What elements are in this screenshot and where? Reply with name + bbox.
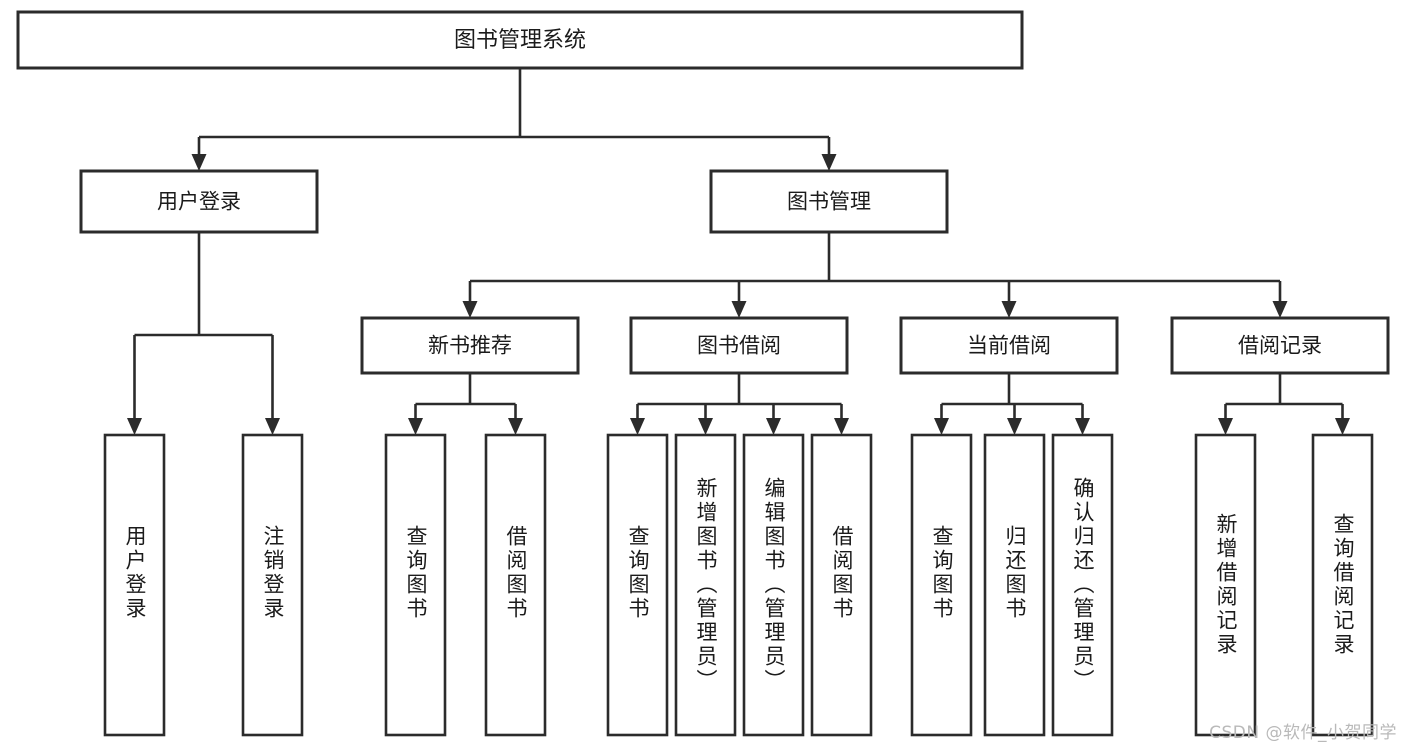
arrow-head-leaf-borrow-4 — [834, 418, 849, 435]
node-newbook[interactable]: 新书推荐 — [360, 316, 580, 375]
arrow-head-current — [1001, 301, 1017, 318]
node-records[interactable]: 借阅记录 — [1170, 316, 1390, 375]
arrow-head-leaf-current-2 — [1007, 418, 1022, 435]
arrow-head-leaf-newbook-2 — [508, 418, 523, 435]
node-leaf-newbook-1[interactable] — [384, 433, 447, 737]
node-leaf-current-2[interactable] — [983, 433, 1046, 737]
node-box-current[interactable] — [899, 316, 1119, 375]
node-leaf-newbook-2[interactable] — [484, 433, 547, 737]
node-bookmgmt[interactable]: 图书管理 — [709, 169, 949, 234]
connector-layer — [127, 68, 1350, 435]
node-label-login: 用户登录 — [157, 190, 241, 214]
node-leaf-borrow-4[interactable] — [810, 433, 873, 737]
node-login[interactable]: 用户登录 — [79, 169, 319, 234]
arrow-head-leaf-newbook-1 — [408, 418, 423, 435]
node-leaf-current-1[interactable] — [910, 433, 973, 737]
node-label-current: 当前借阅 — [967, 334, 1051, 358]
arrow-head-bookmgmt — [821, 154, 837, 171]
node-current[interactable]: 当前借阅 — [899, 316, 1119, 375]
node-box-leaf-login-2[interactable] — [241, 433, 304, 737]
node-leaf-borrow-1[interactable] — [606, 433, 669, 737]
node-box-leaf-current-3[interactable] — [1051, 433, 1114, 737]
node-box-leaf-borrow-3[interactable] — [742, 433, 805, 737]
node-leaf-login-2[interactable] — [241, 433, 304, 737]
node-box-root[interactable] — [16, 10, 1024, 70]
arrow-head-leaf-current-1 — [934, 418, 949, 435]
node-leaf-current-3[interactable] — [1051, 433, 1114, 737]
node-label-records: 借阅记录 — [1238, 334, 1322, 358]
node-box-bookmgmt[interactable] — [709, 169, 949, 234]
node-label-bookmgmt: 图书管理 — [787, 190, 871, 214]
node-box-leaf-borrow-4[interactable] — [810, 433, 873, 737]
node-box-leaf-borrow-1[interactable] — [606, 433, 669, 737]
arrow-head-leaf-login-2 — [265, 418, 280, 435]
node-borrow[interactable]: 图书借阅 — [629, 316, 849, 375]
node-box-borrow[interactable] — [629, 316, 849, 375]
node-leaf-login-1[interactable] — [103, 433, 166, 737]
node-box-leaf-records-2[interactable] — [1311, 433, 1374, 737]
arrow-head-leaf-login-1 — [127, 418, 142, 435]
arrow-head-leaf-records-2 — [1335, 418, 1350, 435]
node-label-borrow: 图书借阅 — [697, 334, 781, 358]
arrow-head-leaf-borrow-1 — [630, 418, 645, 435]
node-leaf-borrow-3[interactable] — [742, 433, 805, 737]
arrow-head-leaf-borrow-3 — [766, 418, 781, 435]
arrow-head-leaf-records-1 — [1218, 418, 1233, 435]
node-box-leaf-newbook-1[interactable] — [384, 433, 447, 737]
node-box-leaf-records-1[interactable] — [1194, 433, 1257, 737]
arrow-head-borrow — [731, 301, 747, 318]
node-box-leaf-newbook-2[interactable] — [484, 433, 547, 737]
node-box-login[interactable] — [79, 169, 319, 234]
arrow-head-records — [1272, 301, 1288, 318]
node-leaf-records-2[interactable] — [1311, 433, 1374, 737]
arrow-head-login — [191, 154, 207, 171]
arrow-head-newbook — [462, 301, 478, 318]
watermark-text: CSDN @软件_小贺同学 — [1209, 723, 1397, 743]
arrow-head-leaf-current-3 — [1075, 418, 1090, 435]
node-leaf-records-1[interactable] — [1194, 433, 1257, 737]
arrow-head-leaf-borrow-2 — [698, 418, 713, 435]
node-label-newbook: 新书推荐 — [428, 334, 512, 358]
node-box-leaf-borrow-2[interactable] — [674, 433, 737, 737]
node-box-leaf-current-1[interactable] — [910, 433, 973, 737]
node-box-leaf-login-1[interactable] — [103, 433, 166, 737]
node-box-newbook[interactable] — [360, 316, 580, 375]
node-leaf-borrow-2[interactable] — [674, 433, 737, 737]
node-label-root: 图书管理系统 — [454, 28, 586, 53]
node-box-leaf-current-2[interactable] — [983, 433, 1046, 737]
node-root[interactable]: 图书管理系统 — [16, 10, 1024, 70]
node-box-records[interactable] — [1170, 316, 1390, 375]
